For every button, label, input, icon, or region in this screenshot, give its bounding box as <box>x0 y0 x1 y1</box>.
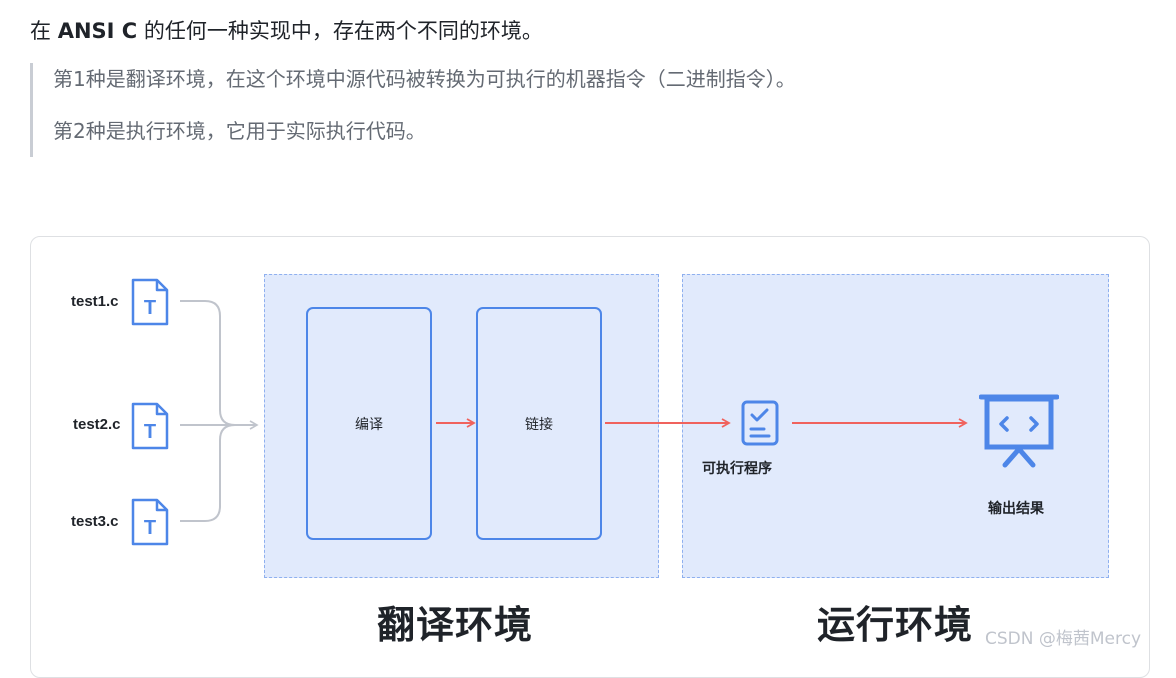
connector-file-1 <box>180 300 236 426</box>
blockquote: 第1种是翻译环境，在这个环境中源代码被转换为可执行的机器指令（二进制指令）。 第… <box>30 63 1033 157</box>
link-stage-box: 链接 <box>476 307 602 540</box>
file-label-1: test1.c <box>71 293 119 310</box>
text-file-icon: T <box>131 278 169 326</box>
connector-file-3 <box>180 424 236 522</box>
intro-paragraph: 在 ANSI C 的任何一种实现中，存在两个不同的环境。 <box>30 15 543 47</box>
csdn-watermark: CSDN @梅茜Mercy <box>985 629 1142 649</box>
link-stage-label: 链接 <box>525 416 553 433</box>
file-icon-glyph: T <box>144 421 156 443</box>
file-icon-glyph: T <box>144 517 156 539</box>
quote-line-1: 第1种是翻译环境，在这个环境中源代码被转换为可执行的机器指令（二进制指令）。 <box>53 67 796 91</box>
text-file-icon: T <box>131 402 169 450</box>
quote-line-2: 第2种是执行环境，它用于实际执行代码。 <box>53 119 426 143</box>
executable-checklist-icon <box>741 400 779 446</box>
file-icon-glyph: T <box>144 297 156 319</box>
intro-suffix: 的任何一种实现中，存在两个不同的环境。 <box>137 19 543 43</box>
intro-bold-ansi: ANSI C <box>57 19 138 43</box>
translation-environment-title: 翻译环境 <box>377 603 534 647</box>
compile-stage-box: 编译 <box>306 307 432 540</box>
executable-label: 可执行程序 <box>702 461 772 477</box>
runtime-environment-title: 运行环境 <box>817 603 974 647</box>
compile-stage-label: 编译 <box>355 416 383 433</box>
file-label-3: test3.c <box>71 513 119 530</box>
text-file-icon: T <box>131 498 169 546</box>
presentation-screen-icon <box>979 394 1059 468</box>
file-label-2: test2.c <box>73 416 121 433</box>
intro-prefix: 在 <box>30 19 58 43</box>
diagram-connectors <box>180 300 968 522</box>
output-label: 输出结果 <box>988 501 1044 517</box>
